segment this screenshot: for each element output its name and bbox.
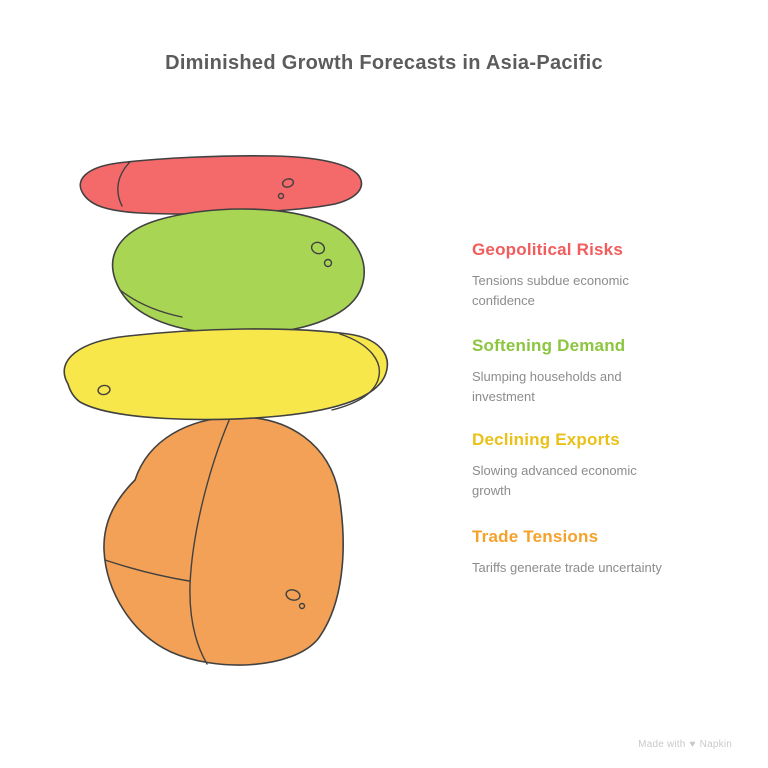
watermark-text: Made with <box>638 739 686 750</box>
stone-declining-exports <box>63 328 389 421</box>
legend-item-softening-demand: Softening Demand Slumping households and… <box>472 336 722 406</box>
heart-icon: ♥ <box>689 739 696 750</box>
stone-speckle-orange-small <box>298 602 306 610</box>
stone-crack-orange-branch <box>104 559 190 582</box>
balancing-stones-illustration <box>63 155 389 666</box>
stone-speckle-green-small <box>323 258 333 268</box>
legend-description-declining-exports: Slowing advanced economic growth <box>472 463 637 498</box>
legend-item-trade-tensions: Trade Tensions Tariffs generate trade un… <box>472 527 722 578</box>
stone-speckle-red-large <box>281 178 295 188</box>
napkin-watermark[interactable]: Made with ♥ Napkin <box>638 739 732 750</box>
page-title: Diminished Growth Forecasts in Asia-Paci… <box>165 52 603 74</box>
stone-speckle-yellow <box>97 384 111 396</box>
legend-description-trade-tensions: Tariffs generate trade uncertainty <box>472 560 662 575</box>
legend-heading-softening-demand: Softening Demand <box>472 336 626 355</box>
legend-description-geopolitical-risks: Tensions subdue economic confidence <box>472 273 629 308</box>
stone-speckle-green-large <box>310 241 326 255</box>
legend-heading-trade-tensions: Trade Tensions <box>472 527 599 546</box>
legend-item-declining-exports: Declining Exports Slowing advanced econo… <box>472 430 722 500</box>
stone-trade-tensions <box>103 416 344 666</box>
watermark-brand: Napkin <box>699 739 732 750</box>
stone-crack-green <box>119 289 183 318</box>
stone-crack-orange-long <box>189 417 231 665</box>
stone-speckle-red-small <box>277 192 285 200</box>
stone-geopolitical-risks <box>79 155 363 215</box>
legend-heading-declining-exports: Declining Exports <box>472 430 620 449</box>
stone-crack-red <box>117 161 131 207</box>
legend-description-softening-demand: Slumping households and investment <box>472 369 622 404</box>
stone-softening-demand <box>111 208 365 335</box>
legend-item-geopolitical-risks: Geopolitical Risks Tensions subdue econo… <box>472 240 722 310</box>
stone-fold-yellow <box>331 333 380 411</box>
legend-heading-geopolitical-risks: Geopolitical Risks <box>472 240 623 259</box>
stone-speckle-orange-large <box>285 589 301 601</box>
stone-stack <box>63 155 389 666</box>
